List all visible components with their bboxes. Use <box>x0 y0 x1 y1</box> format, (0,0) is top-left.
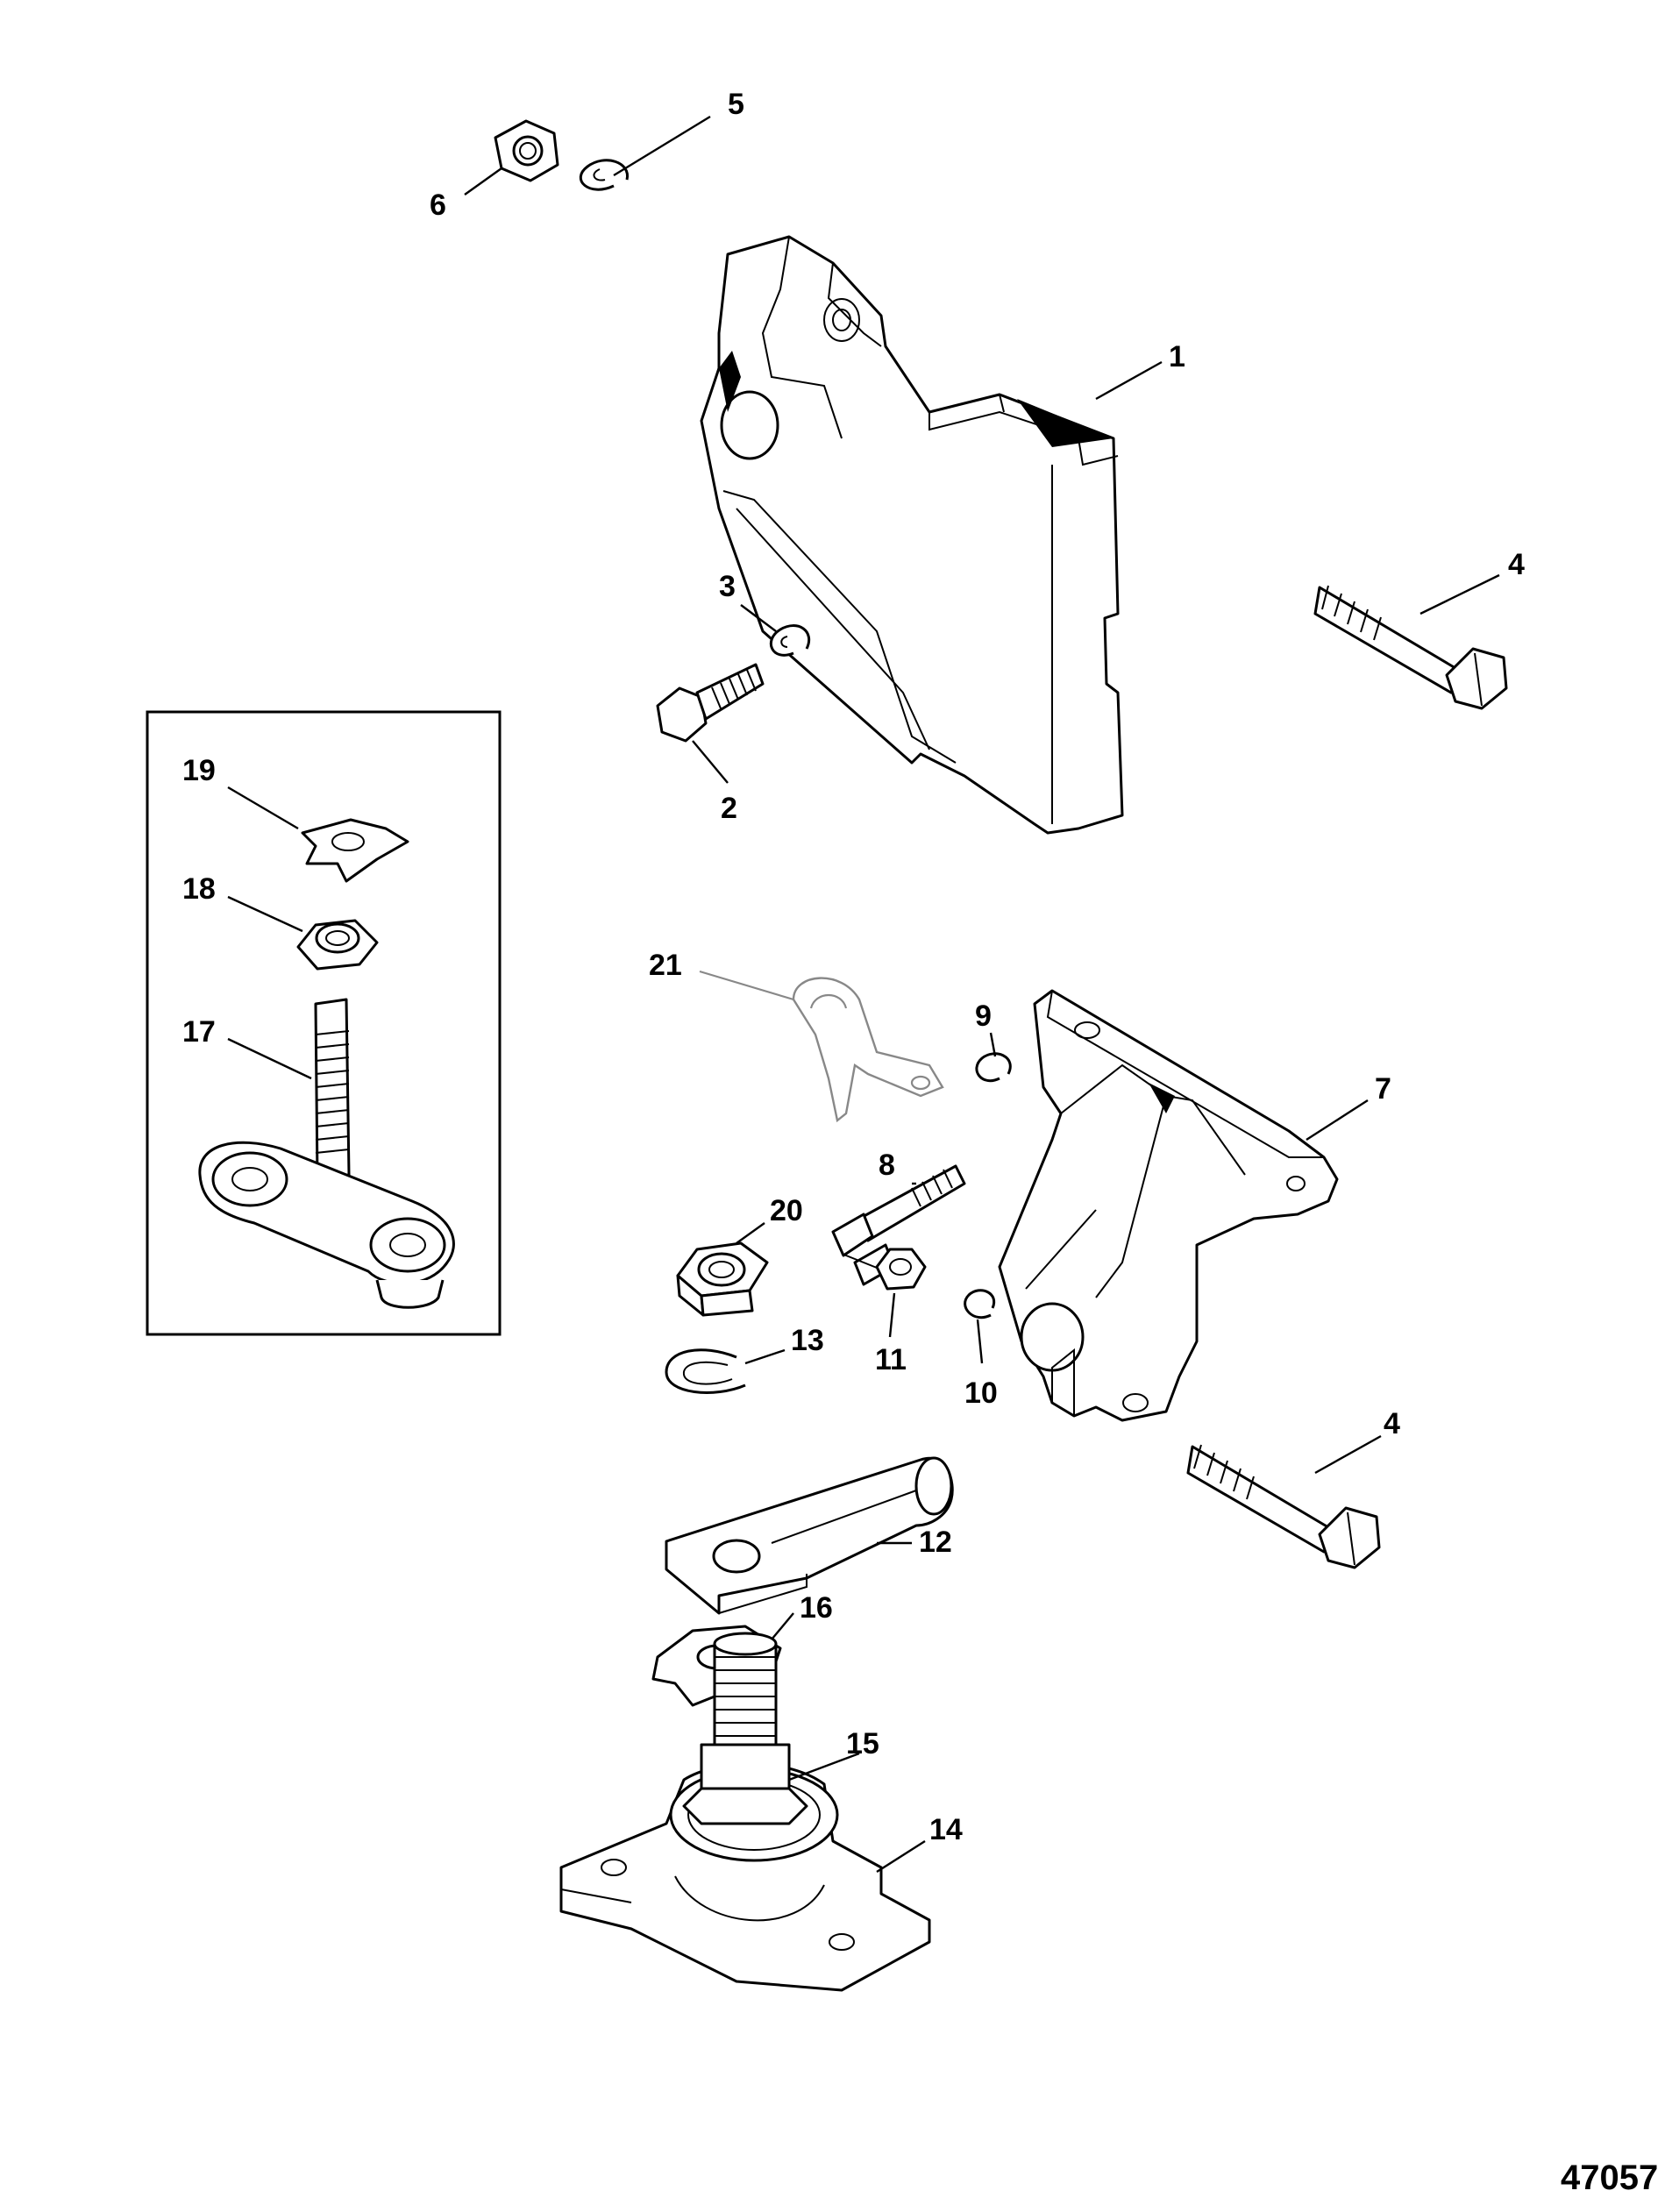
callout-17: 17 <box>182 1015 216 1049</box>
part-17-stud-plate <box>198 998 455 1309</box>
callout-9: 9 <box>975 999 992 1033</box>
part-18-hex-nut <box>296 919 379 971</box>
leader-4-lower <box>1314 1434 1382 1475</box>
leader-19 <box>227 786 299 830</box>
leader-3 <box>740 604 777 632</box>
inset-panel <box>146 710 502 1336</box>
callout-16: 16 <box>800 1591 833 1625</box>
leader-21 <box>699 970 794 1001</box>
part-19-tab-washer <box>301 818 409 883</box>
callout-2: 2 <box>721 792 737 825</box>
leader-13 <box>744 1348 786 1365</box>
leader-4-upper <box>1419 573 1500 615</box>
callout-labels: 5 6 1 3 2 4 19 18 17 21 9 7 8 20 11 10 1… <box>182 88 1525 1846</box>
leader-10 <box>976 1319 984 1364</box>
callout-15: 15 <box>846 1727 879 1760</box>
leader-15 <box>788 1752 860 1782</box>
callout-8: 8 <box>879 1149 895 1182</box>
leader-20 <box>736 1222 765 1244</box>
callout-1: 1 <box>1169 340 1185 373</box>
part-21-clamp <box>792 977 944 1123</box>
part-10-lock-washer <box>964 1289 996 1319</box>
callout-21: 21 <box>649 949 682 982</box>
leader-9 <box>989 1032 997 1057</box>
part-11-hex-nut <box>875 1248 927 1291</box>
leader-6 <box>464 167 502 196</box>
callout-18: 18 <box>182 872 216 906</box>
callout-13: 13 <box>791 1324 824 1357</box>
part-5-lock-washer <box>579 159 629 191</box>
part-12-rod-end <box>665 1456 954 1615</box>
callout-4-lower: 4 <box>1384 1407 1400 1440</box>
part-13-snap-ring <box>665 1348 746 1394</box>
leader-16 <box>771 1612 794 1640</box>
leader-14 <box>876 1839 926 1874</box>
part-2-hex-bolt <box>656 663 765 743</box>
leader-7 <box>1306 1099 1369 1142</box>
callout-4-upper: 4 <box>1508 548 1525 581</box>
part-1-mounting-bracket <box>700 235 1124 835</box>
part-6-hex-nut <box>494 119 559 182</box>
callout-3: 3 <box>719 570 736 603</box>
leader-lines <box>227 115 1500 1874</box>
leader-1 <box>1095 360 1163 401</box>
callout-12: 12 <box>919 1526 952 1559</box>
callout-20: 20 <box>770 1194 803 1227</box>
part-9-lock-washer <box>975 1052 1012 1083</box>
callout-6: 6 <box>430 188 446 222</box>
part-20-hex-nut <box>676 1241 769 1317</box>
leader-18 <box>227 895 303 933</box>
part-7-bracket <box>998 989 1339 1422</box>
callout-11: 11 <box>875 1343 907 1376</box>
part-8-stud <box>831 1164 966 1286</box>
leader-5 <box>613 115 711 177</box>
callout-7: 7 <box>1375 1072 1391 1106</box>
callout-14: 14 <box>929 1813 963 1846</box>
callout-5: 5 <box>728 88 744 121</box>
leader-17 <box>227 1037 312 1080</box>
leader-2 <box>692 740 729 784</box>
callout-19: 19 <box>182 754 216 787</box>
figure-number: 47057 <box>1561 2159 1658 2197</box>
part-4-hex-bolt-upper <box>1313 585 1508 710</box>
callout-10: 10 <box>964 1376 998 1410</box>
leader-11 <box>888 1292 896 1338</box>
part-3-lock-washer <box>769 624 811 657</box>
part-15-stud-and-nut <box>682 1632 808 1825</box>
part-4-hex-bolt-lower <box>1186 1444 1381 1569</box>
